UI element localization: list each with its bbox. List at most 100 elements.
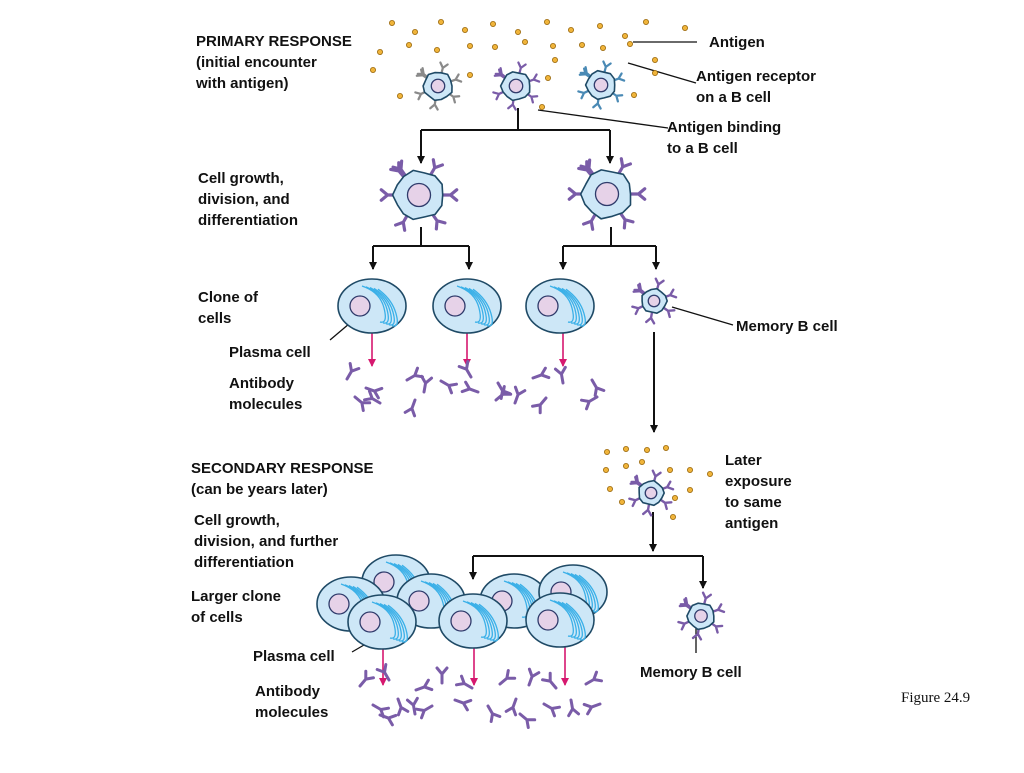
antibody-molecule [439, 379, 458, 395]
endoplasmic-reticulum [553, 286, 577, 324]
endoplasmic-reticulum [369, 287, 392, 325]
plasma-nucleus [408, 590, 430, 612]
endoplasmic-reticulum [379, 603, 402, 641]
plasma-cell-3 [525, 278, 595, 334]
antigen-particle [388, 19, 395, 26]
antibody-molecule [590, 378, 606, 397]
antigen-particle [396, 93, 403, 100]
antigen-particle [623, 462, 630, 469]
antigen-particle [491, 44, 498, 51]
secondary-response-title: SECONDARY RESPONSE (can be years later) [191, 460, 374, 498]
leader-memory-b-cell [671, 306, 734, 326]
plasma-membrane [438, 593, 508, 649]
antibody-molecule [405, 366, 424, 382]
antigen-particle [652, 57, 659, 64]
antigen-particle [652, 70, 659, 77]
antibody-molecule [567, 698, 581, 718]
endoplasmic-reticulum [387, 604, 408, 643]
antibody-molecule [580, 395, 599, 411]
endoplasmic-reticulum [456, 285, 481, 323]
antigen-particle [568, 26, 575, 33]
antigen-receptor [627, 187, 647, 201]
antibody-molecule [375, 663, 391, 682]
cell-nucleus [694, 609, 708, 623]
cell-nucleus [593, 77, 609, 93]
secondary-plasma-cell-label: Plasma cell [253, 648, 335, 665]
antibody-molecule [378, 713, 398, 727]
plasma-nucleus [537, 295, 559, 317]
plasma-membrane [525, 592, 595, 648]
antigen-particle [545, 75, 552, 82]
endoplasmic-reticulum [557, 287, 580, 325]
antigen-particle [376, 49, 383, 56]
clone-label: Clone of cells [198, 289, 258, 327]
leader-secondary-plasma-cell [351, 644, 365, 653]
antibody-molecule [358, 669, 375, 688]
endoplasmic-reticulum [561, 601, 583, 640]
plasma-nucleus [537, 609, 559, 631]
antibody-molecule [504, 697, 518, 717]
b-cell-binding-antigen [492, 61, 541, 111]
antibody-molecule [396, 697, 410, 717]
antigen-particle [607, 485, 614, 492]
plasma-membrane [337, 278, 407, 334]
antibody-molecule [584, 670, 603, 686]
antibody-molecule [453, 698, 473, 712]
plasma-cell-1 [337, 278, 407, 334]
figure-number: Figure 24.9 [901, 690, 971, 706]
plasma-cell-label: Plasma cell [229, 344, 311, 361]
leader-antigen-receptor [627, 62, 697, 84]
antigen-label: Antigen [709, 34, 765, 51]
endoplasmic-reticulum [478, 603, 499, 642]
cell-nucleus [406, 182, 432, 208]
antigen-particle [623, 445, 630, 452]
endoplasmic-reticulum [565, 602, 586, 641]
antibody-molecule [531, 366, 551, 380]
antigen-particle [707, 470, 714, 477]
secondary-growth-label: Cell growth, division, and further diffe… [194, 512, 339, 571]
antigen-particle [466, 43, 473, 50]
antibody-molecule [353, 395, 372, 412]
antigen-particle [405, 42, 412, 49]
endoplasmic-reticulum [373, 287, 395, 326]
antibody-molecule [518, 712, 537, 729]
memory-b-cell [631, 277, 678, 325]
plasma-membrane [525, 278, 595, 334]
endoplasmic-reticulum [462, 600, 487, 638]
endoplasmic-reticulum [383, 603, 405, 642]
endoplasmic-reticulum [472, 288, 493, 327]
endoplasmic-reticulum [464, 287, 487, 325]
plasma-nucleus [328, 593, 350, 615]
antibody-molecules-label: Antibody molecules [229, 375, 303, 413]
plasma-nucleus [373, 571, 395, 593]
endoplasmic-reticulum [549, 599, 574, 637]
endoplasmic-reticulum [377, 288, 398, 327]
plasma-nucleus [444, 295, 466, 317]
cell-nucleus [508, 78, 524, 94]
antibody-molecule [363, 389, 382, 405]
later-exposure-label: Later exposure to same antigen [725, 452, 792, 532]
endoplasmic-reticulum [361, 285, 386, 323]
endoplasmic-reticulum [371, 601, 396, 639]
antibody-molecule [435, 666, 449, 685]
antibody-molecule [405, 696, 419, 716]
antibody-molecule [527, 667, 541, 687]
antibody-molecule [345, 362, 361, 381]
antigen-binding-label: Antigen binding to a B cell [667, 119, 782, 157]
activated-b-cell-right [567, 157, 647, 231]
antigen-particle [515, 28, 522, 35]
antibody-molecule [364, 386, 384, 400]
antibody-molecule [513, 385, 527, 405]
endoplasmic-reticulum [557, 601, 580, 639]
antibody-molecule [460, 380, 480, 394]
endoplasmic-reticulum [565, 288, 586, 327]
endoplasmic-reticulum [474, 602, 496, 641]
cell-nucleus [647, 294, 661, 308]
antibody-molecule [553, 365, 567, 385]
memory-b-cell-reexposed [628, 469, 675, 517]
antibody-molecule [496, 381, 512, 400]
plasma-nucleus [450, 610, 472, 632]
antigen-particle [604, 448, 611, 455]
endoplasmic-reticulum [549, 285, 574, 323]
antigen-particle [639, 458, 646, 465]
